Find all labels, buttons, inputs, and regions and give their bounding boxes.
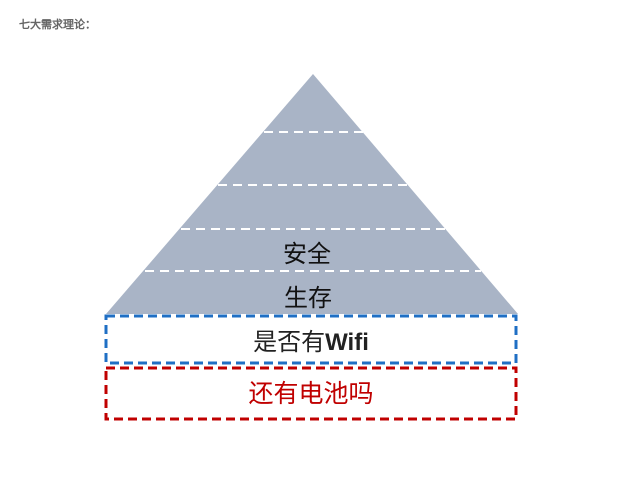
pyramid-shape bbox=[106, 74, 518, 314]
wifi-box-label-cn: 是否有 bbox=[253, 328, 326, 356]
battery-box bbox=[104, 366, 518, 421]
pyramid-dividers bbox=[145, 131, 481, 272]
pyramid-level-survival-label: 生存 bbox=[284, 284, 332, 312]
wifi-box bbox=[104, 314, 518, 365]
wifi-box-label-en: Wifi bbox=[325, 329, 369, 356]
battery-box-label: 还有电池吗 bbox=[248, 379, 374, 408]
page-heading: 七大需求理论： bbox=[19, 18, 96, 31]
pyramid-level-safety-label: 安全 bbox=[283, 240, 331, 268]
wifi-box-label: 是否有Wifi bbox=[106, 322, 516, 357]
